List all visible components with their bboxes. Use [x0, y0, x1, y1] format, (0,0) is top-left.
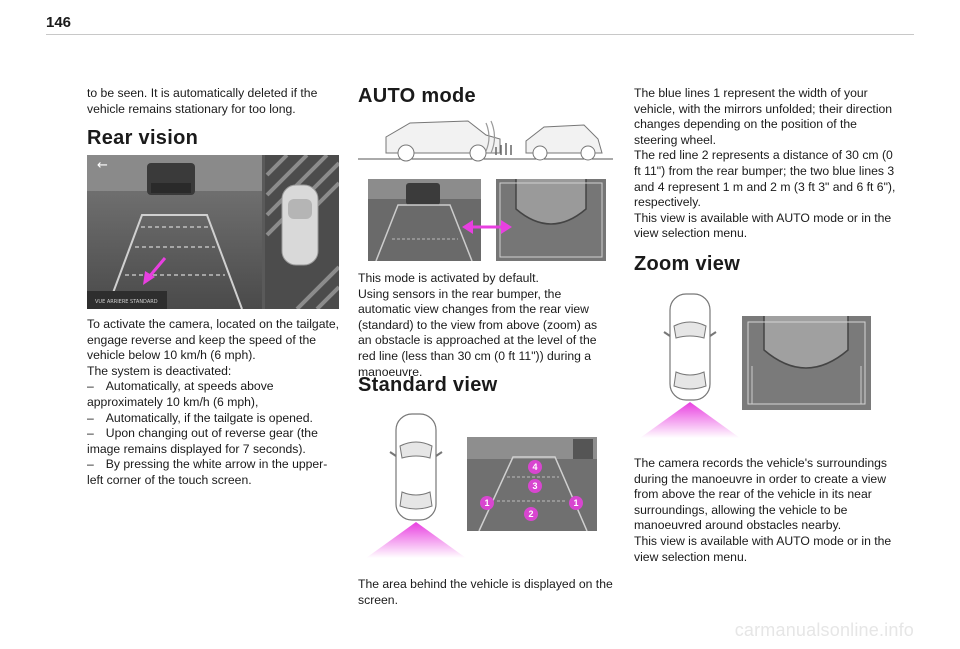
zoom-view-text-2: This view is available with AUTO mode or… [634, 533, 892, 564]
bullet-4: –By pressing the white arrow in the uppe… [87, 457, 328, 487]
screen-caption: VUE ARRIERE STANDARD [95, 299, 158, 305]
marker-2: 2 [528, 509, 533, 519]
red-line-text: The red line 2 represents a distance of … [634, 148, 896, 210]
deactivated-text: The system is deactivated: [87, 363, 232, 378]
bullet-3: –Upon changing out of reverse gear (the … [87, 426, 318, 456]
standard-view-car-diagram [366, 413, 466, 558]
blue-lines-text: The blue lines 1 represent the width of … [634, 86, 893, 147]
zoom-view-car-diagram [640, 293, 740, 438]
marker-4: 4 [532, 462, 537, 472]
zoom-view-body: The camera records the vehicle's surroun… [634, 456, 896, 565]
zoom-view-text-1: The camera records the vehicle's surroun… [634, 456, 887, 533]
rear-vision-title: Rear vision [87, 127, 199, 149]
auto-sensors-text: Using sensors in the rear bumper, the au… [358, 286, 598, 379]
bullet-2: –Automatically, if the tailgate is opene… [87, 410, 313, 425]
cars-illustration [358, 120, 613, 162]
standard-view-body: The area behind the vehicle is displayed… [358, 577, 614, 608]
footer-watermark: carmanualsonline.info [734, 620, 914, 640]
col3-top: The blue lines 1 represent the width of … [634, 86, 896, 242]
standard-view-image: 4 3 1 1 2 [467, 437, 597, 531]
availability-text: This view is available with AUTO mode or… [634, 210, 892, 241]
auto-zoom-view-image [496, 179, 606, 261]
col1-body: To activate the camera, located on the t… [87, 317, 343, 489]
svg-text:←: ← [97, 158, 108, 173]
auto-mode-body: This mode is activated by default. Using… [358, 271, 614, 380]
auto-mode-title: AUTO mode [358, 85, 476, 107]
auto-rear-view-image [368, 179, 481, 261]
intro-text: to be seen. It is automatically deleted … [87, 86, 318, 116]
zoom-view-image [742, 316, 871, 410]
page-number: 146 [46, 14, 72, 31]
auto-default-text: This mode is activated by default. [358, 271, 539, 285]
bullet-1: –Automatically, at speeds above approxim… [87, 379, 274, 409]
marker-3: 3 [532, 481, 537, 491]
activation-text: To activate the camera, located on the t… [87, 317, 340, 363]
rear-camera-illustration: ← VUE ARRIERE STANDARD [87, 155, 339, 309]
header-divider [46, 34, 914, 35]
marker-1-left: 1 [484, 498, 489, 508]
standard-view-text: The area behind the vehicle is displayed… [358, 577, 613, 607]
marker-1-right: 1 [573, 498, 578, 508]
rear-camera-screen: ← VUE ARRIERE STANDARD [87, 155, 339, 309]
col1-intro: to be seen. It is automatically deleted … [87, 86, 342, 117]
zoom-view-title: Zoom view [634, 253, 741, 275]
standard-view-title: Standard view [358, 374, 498, 396]
double-arrow-icon [462, 220, 512, 234]
